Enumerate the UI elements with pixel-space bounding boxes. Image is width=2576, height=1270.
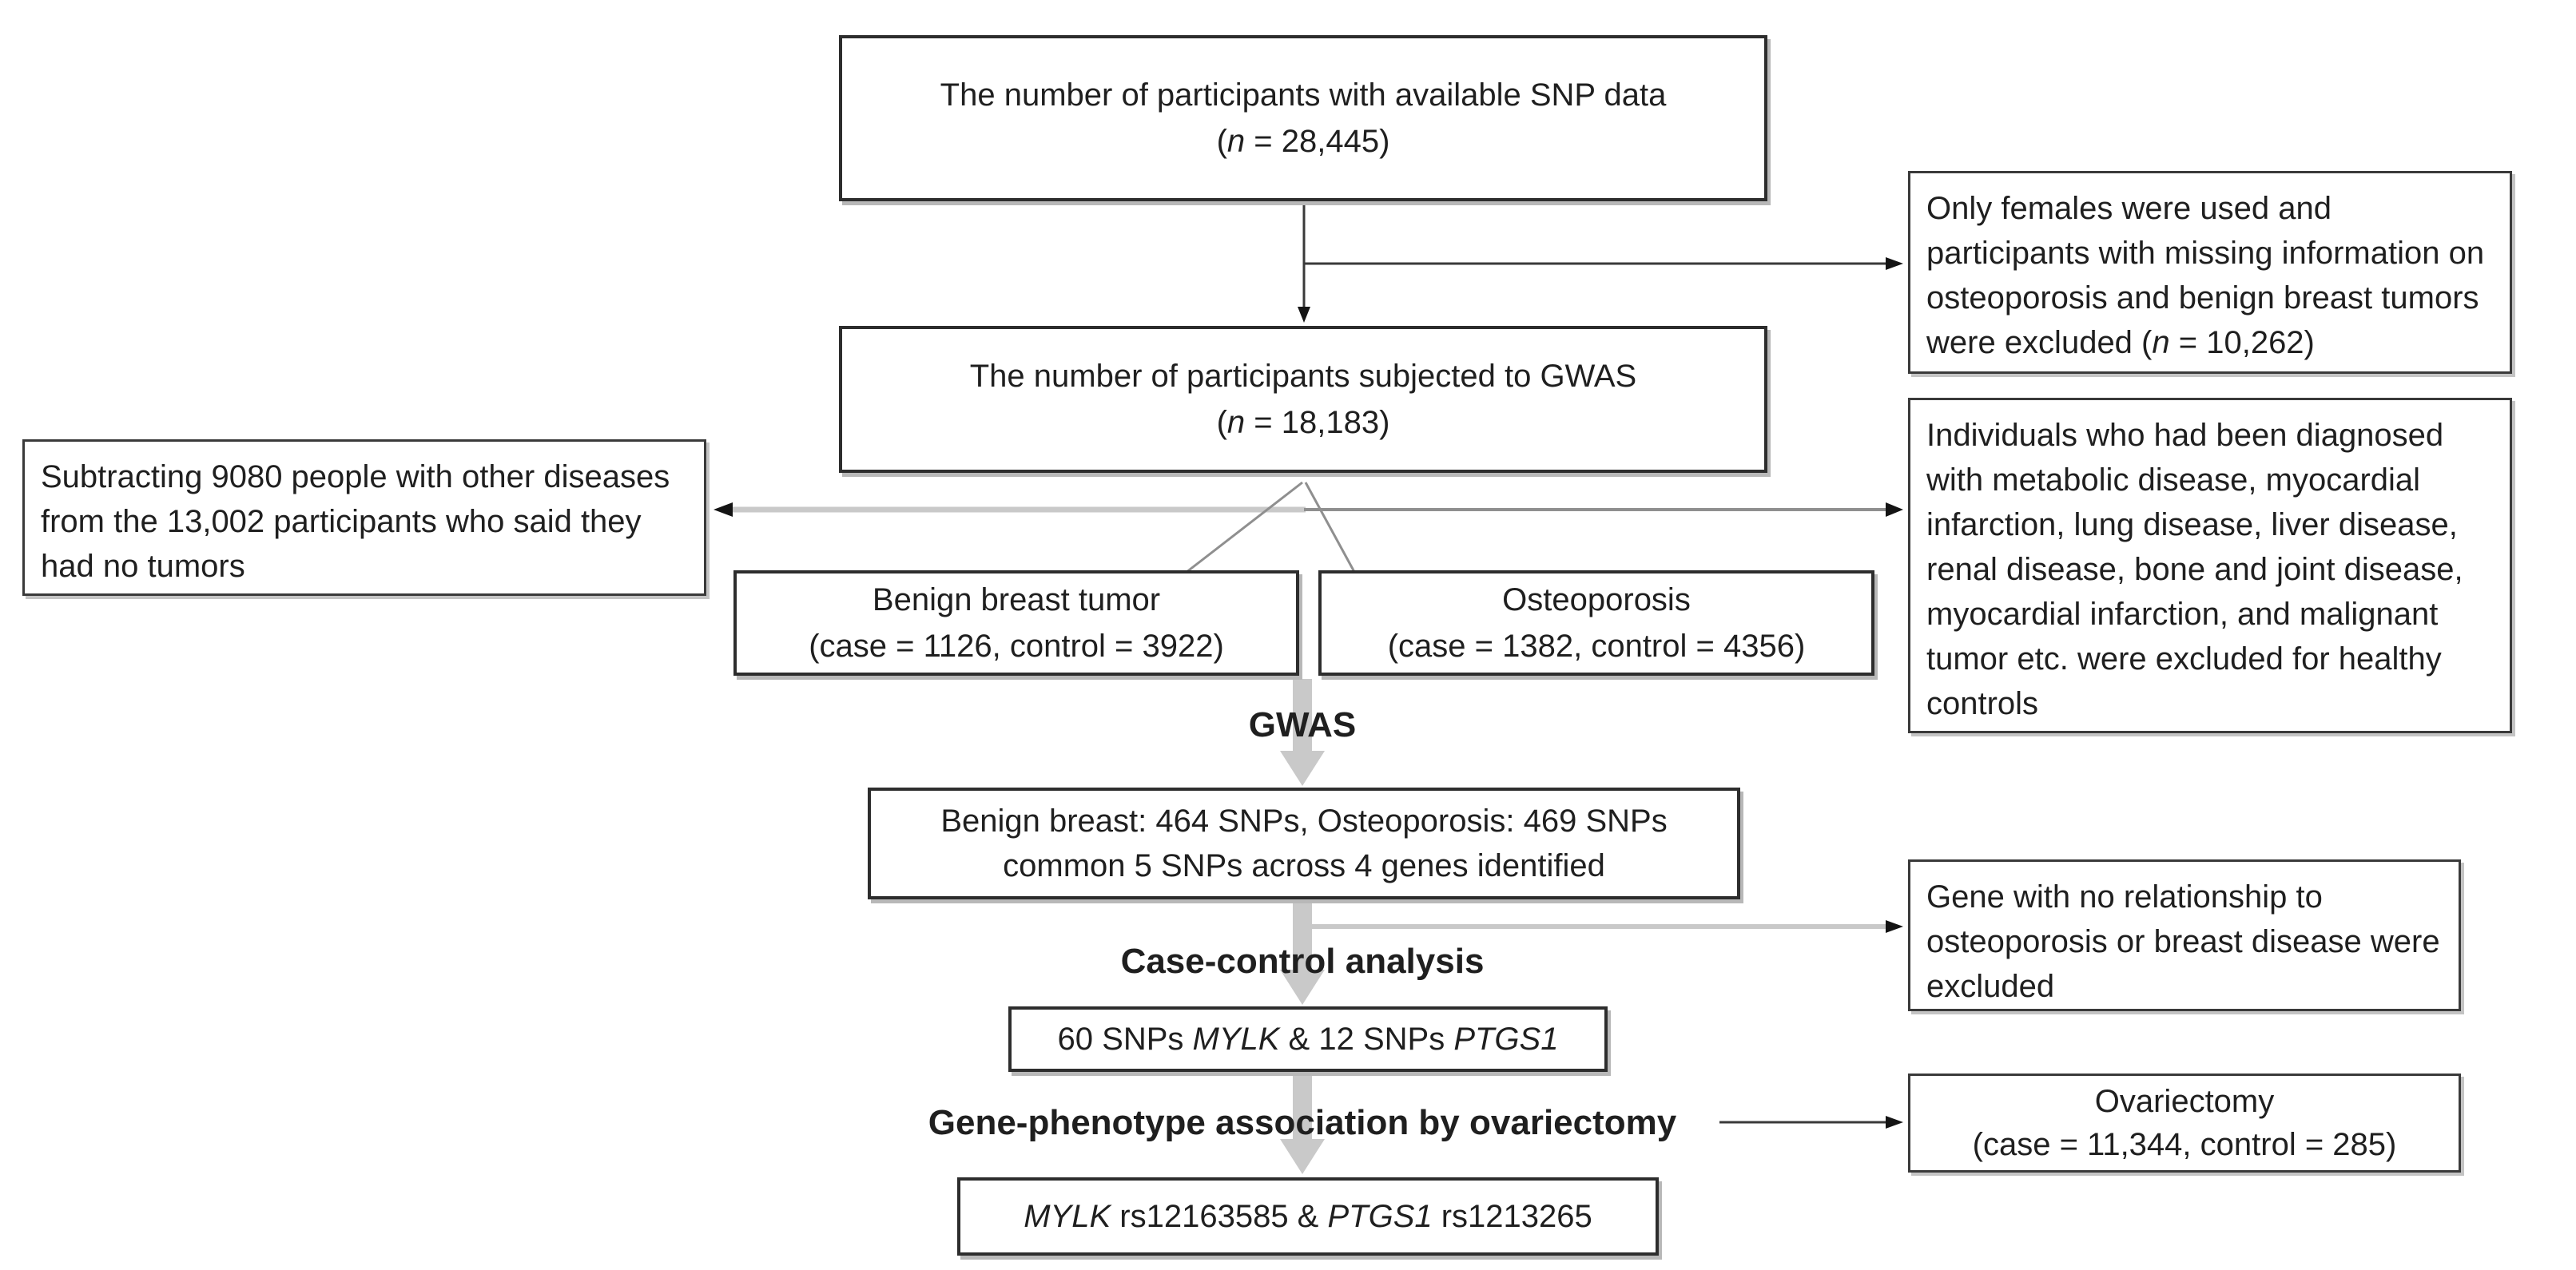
box-final-snps: MYLK rs12163585 & PTGS1 rs1213265: [957, 1177, 1659, 1256]
box-only-females: Only females were used and participants …: [1908, 171, 2512, 374]
box-gwas-subjected-line1: The number of participants subjected to …: [969, 359, 1637, 394]
box-gene-excluded: Gene with no relationship to osteoporosi…: [1908, 859, 2461, 1011]
box-gwas-result-line1: Benign breast: 464 SNPs, Osteoporosis: 4…: [940, 804, 1668, 839]
box-ovariectomy: Ovariectomy (case = 11,344, control = 28…: [1908, 1074, 2461, 1173]
box-osteoporosis: Osteoporosis (case = 1382, control = 435…: [1318, 570, 1874, 676]
label-gwas: GWAS: [1248, 705, 1357, 744]
box-subtracting: Subtracting 9080 people with other disea…: [22, 439, 706, 596]
thick-arrow-gene-phenotype-head: [1280, 1139, 1325, 1174]
box-snp-available-line2: (n = 28,445): [1216, 124, 1390, 159]
box-snp-available: The number of participants with availabl…: [839, 35, 1767, 201]
label-case-control: Case-control analysis: [1120, 942, 1485, 981]
arrowhead-right-only-females: [1886, 257, 1903, 270]
arrowhead-gene-excluded: [1886, 920, 1903, 933]
box-gwas-subjected: The number of participants subjected to …: [839, 326, 1767, 473]
box-osteoporosis-line2: (case = 1382, control = 4356): [1387, 629, 1806, 664]
box-benign-line1: Benign breast tumor: [872, 582, 1161, 617]
box-gwas-subjected-line2: (n = 18,183): [1216, 405, 1390, 440]
box-ovariectomy-line1: Ovariectomy: [2094, 1084, 2275, 1119]
label-gene-phenotype: Gene-phenotype association by ovariectom…: [928, 1103, 1677, 1142]
arrowhead-ovariectomy: [1886, 1116, 1903, 1129]
arrowhead-right-individuals: [1886, 502, 1903, 517]
box-snps-selected: 60 SNPs MYLK & 12 SNPs PTGS1: [1008, 1006, 1608, 1072]
thick-arrow-gwas-shaft: [1293, 679, 1312, 752]
arrowhead-left-subtracting: [714, 502, 733, 517]
box-gwas-result: Benign breast: 464 SNPs, Osteoporosis: 4…: [868, 788, 1740, 899]
thick-arrow-gene-phenotype-shaft: [1293, 1074, 1312, 1139]
box-gwas-result-line2: common 5 SNPs across 4 genes identified: [1003, 848, 1605, 883]
thick-arrow-case-control-head: [1280, 970, 1325, 1005]
box-benign-breast-tumor: Benign breast tumor (case = 1126, contro…: [733, 570, 1299, 676]
thick-arrow-gwas-head: [1280, 751, 1325, 786]
box-ovariectomy-line2: (case = 11,344, control = 285): [1972, 1127, 2397, 1162]
box-individuals-excluded: Individuals who had been diagnosed with …: [1908, 398, 2512, 733]
box-osteoporosis-line1: Osteoporosis: [1502, 582, 1691, 617]
thick-arrow-case-control-shaft: [1293, 901, 1312, 971]
box-snp-available-line1: The number of participants with availabl…: [940, 77, 1667, 113]
box-benign-line2: (case = 1126, control = 3922): [809, 629, 1224, 664]
box-final-snps-line: MYLK rs12163585 & PTGS1 rs1213265: [1024, 1199, 1592, 1234]
arrowhead-down-to-gwas-box: [1298, 307, 1310, 323]
box-snps-selected-line: 60 SNPs MYLK & 12 SNPs PTGS1: [1057, 1022, 1559, 1057]
